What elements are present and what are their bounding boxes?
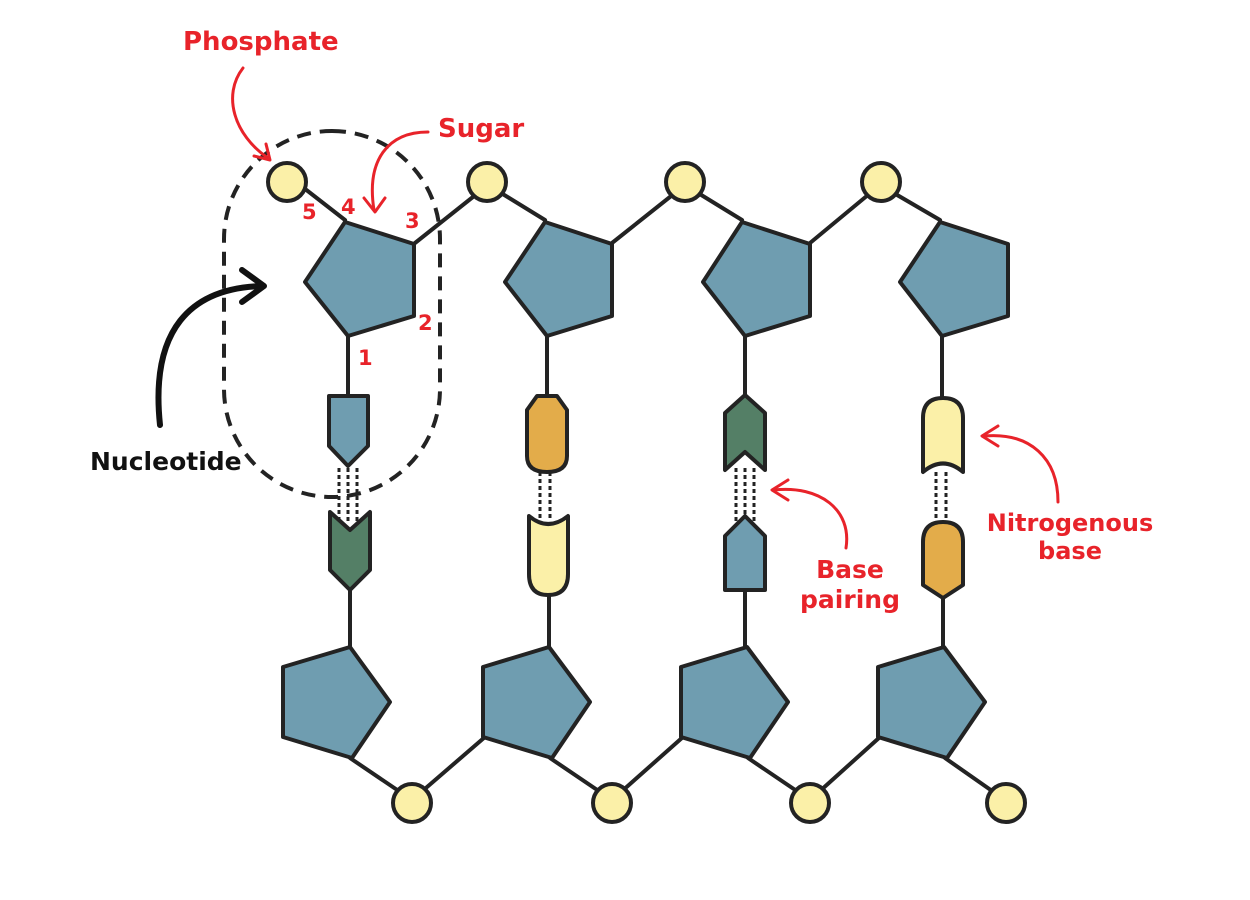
sugar-pentagon [876, 645, 987, 760]
carbon-2-label: 2 [418, 311, 433, 335]
sugar-pentagon [503, 220, 614, 338]
nitrogenous-base-label-line1: Nitrogenous [987, 509, 1154, 537]
nitrogenous-base-label-line2: base [1038, 537, 1102, 565]
carbon-numbers: 1 2 3 4 5 [302, 195, 433, 370]
base-green [723, 393, 767, 472]
nitrogenous-base-arrow [982, 434, 1060, 504]
hydrogen-bonds [337, 468, 948, 522]
sugar-groups [281, 220, 1010, 760]
base-pairing-label-line2: pairing [800, 585, 900, 614]
nitrogenous-bases [327, 393, 965, 600]
base-orange [921, 520, 965, 600]
carbon-5-label: 5 [302, 200, 317, 224]
sugar-pentagon [679, 645, 790, 760]
sugar-label: Sugar [438, 114, 524, 144]
base-green [328, 510, 372, 592]
phosphate-circle [664, 161, 706, 203]
carbon-4-label: 4 [341, 195, 356, 219]
phosphate-circle [266, 161, 308, 203]
base-blue [327, 394, 370, 468]
sugar-arrow [370, 130, 430, 212]
base-orange [525, 394, 569, 474]
sugar-pentagon [898, 220, 1010, 338]
phosphate-groups [266, 161, 1027, 824]
phosphate-circle [391, 782, 433, 824]
phosphate-circle [466, 161, 508, 203]
sugar-pentagon [481, 645, 592, 760]
base-blue [723, 514, 767, 592]
phosphate-circle [860, 161, 902, 203]
base-pairing-label-line1: Base [816, 555, 884, 584]
phosphate-circle [789, 782, 831, 824]
sugar-pentagon [281, 645, 392, 760]
nucleotide-outline [222, 129, 442, 499]
phosphate-arrow [231, 66, 270, 160]
annotation-arrows [155, 66, 1060, 550]
phosphate-circle [985, 782, 1027, 824]
nucleotide-label: Nucleotide [90, 447, 242, 476]
nucleotide-arrow [155, 283, 265, 428]
carbon-1-label: 1 [358, 346, 373, 370]
base-yellow [921, 396, 965, 474]
base-pairing-arrow [772, 487, 849, 550]
base-yellow [527, 514, 570, 597]
labels: Phosphate Sugar Nucleotide Base pairing … [90, 27, 1153, 614]
carbon-3-label: 3 [405, 209, 420, 233]
sugar-pentagon [303, 220, 416, 338]
sugar-pentagon [701, 220, 812, 338]
phosphate-label: Phosphate [183, 27, 339, 57]
phosphate-circle [591, 782, 633, 824]
